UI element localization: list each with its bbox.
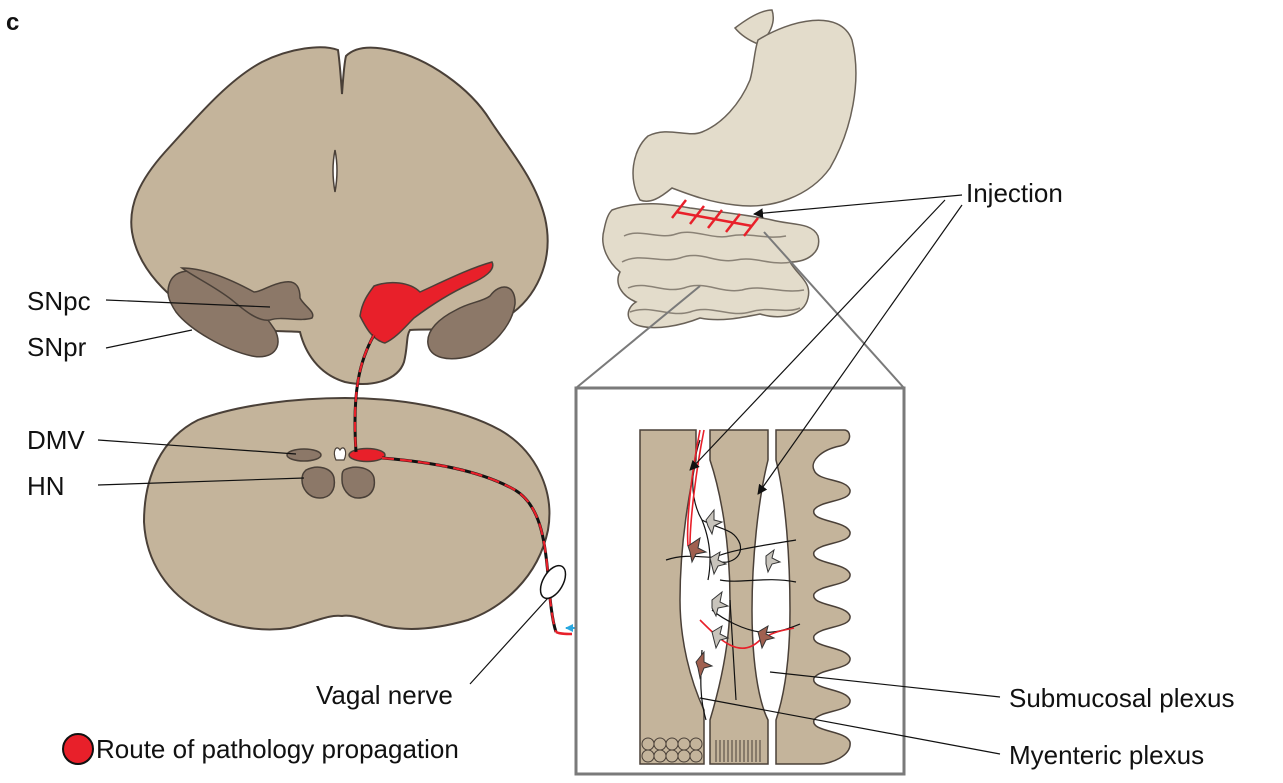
label-snpc: SNpc bbox=[27, 286, 91, 316]
stomach bbox=[633, 20, 856, 206]
stomach-and-intestine bbox=[603, 10, 856, 328]
label-dmv: DMV bbox=[27, 425, 85, 455]
panel-letter: c bbox=[6, 9, 19, 36]
medulla-section bbox=[144, 398, 549, 629]
label-hn: HN bbox=[27, 471, 65, 501]
label-snpr: SNpr bbox=[27, 332, 87, 362]
central-canal bbox=[334, 448, 345, 460]
legend: Route of pathology propagation bbox=[63, 734, 459, 764]
gut-wall-inset bbox=[576, 388, 904, 774]
medulla-outline bbox=[144, 398, 549, 629]
label-injection: Injection bbox=[966, 178, 1063, 208]
label-myenteric-plexus: Myenteric plexus bbox=[1009, 740, 1204, 770]
small-intestine bbox=[603, 204, 819, 328]
vagal-nerve-ganglion bbox=[535, 561, 570, 602]
cerebral-aqueduct bbox=[333, 150, 337, 192]
hn-right bbox=[342, 467, 374, 498]
label-submucosal-plexus: Submucosal plexus bbox=[1009, 683, 1234, 713]
hn-left bbox=[302, 467, 334, 498]
red-circle-icon bbox=[63, 734, 93, 764]
label-vagal-nerve: Vagal nerve bbox=[316, 680, 453, 710]
midbrain-section bbox=[131, 47, 547, 384]
dmv-left bbox=[287, 449, 321, 461]
legend-route-label: Route of pathology propagation bbox=[96, 734, 459, 764]
